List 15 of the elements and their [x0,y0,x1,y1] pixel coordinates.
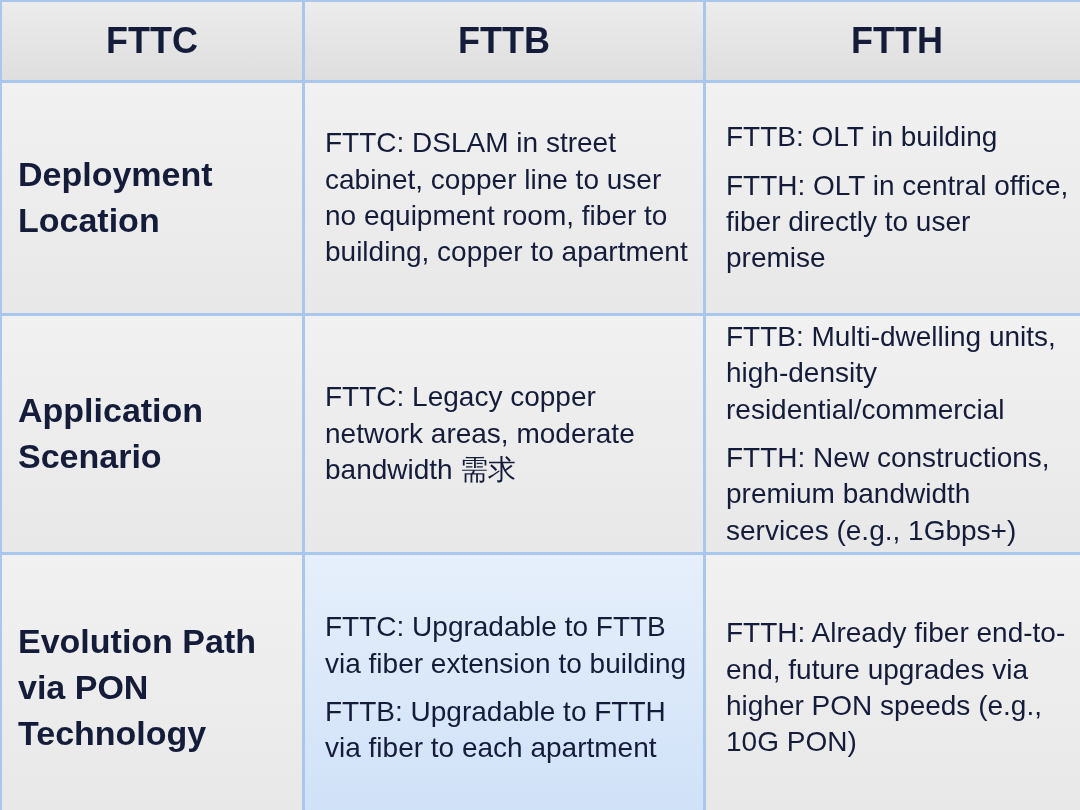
cell-text: FTTC: Legacy copper network areas, moderate bandwidth 需求 [325,380,636,488]
cell-text: FTTH: Already fiber end-to-end, future upgrades via higher PON speeds (e.g., 10G PON) [726,616,1067,760]
cell-text: FTTB: Upgradable to FTTH via fiber to each apartment [325,695,667,766]
cell-text: FTTC: Upgradable to FTTB via fiber extension to building [325,610,688,681]
cell-text: FTTH: OLT in central office, fiber directly to user premise [726,168,1070,276]
column-header: FTTH [706,2,1080,80]
cell-text: FTTB: Multi-dwelling units, high-density residential/commercial [726,319,1057,427]
cell-text: FTTC: DSLAM in street cabinet, copper line to user no equipment room, fiber to building, copper to apartment [325,126,689,270]
row-header: Deployment Location [2,83,302,313]
cell-text: FTTB: OLT in building [726,120,999,155]
cell-text: FTTH: New constructions, premium bandwidth services (e.g., 1Gbps+) [726,441,1051,548]
column-header: FTTB [305,2,703,80]
row-header: Application Scenario [2,316,302,552]
row-header: Evolution Path via PON Technology [2,555,302,810]
column-header: FTTC [2,2,302,80]
